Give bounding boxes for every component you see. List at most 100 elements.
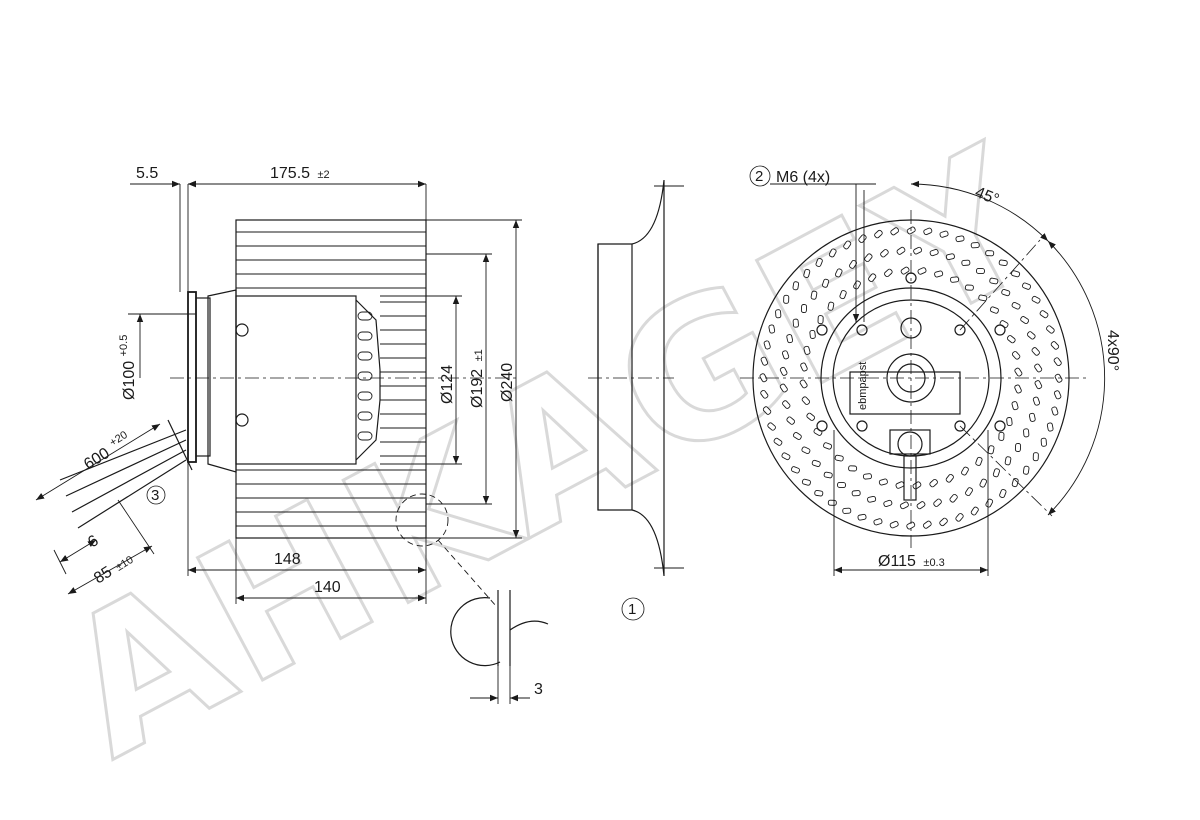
inlet-ring-view: 1	[588, 179, 684, 621]
impeller-blade	[799, 379, 808, 389]
wheel-fins	[236, 231, 426, 527]
impeller-blade	[939, 517, 948, 527]
impeller-blade	[827, 301, 835, 311]
impeller-blade	[890, 227, 900, 236]
impeller-blade	[1020, 316, 1030, 324]
impeller-blade	[1022, 282, 1032, 290]
impeller-blade	[760, 356, 769, 366]
impeller-blade	[883, 499, 893, 508]
impeller-blades	[759, 226, 1063, 530]
impeller-blade	[929, 248, 939, 257]
detail-marker	[395, 493, 449, 547]
impeller-blade	[842, 507, 852, 514]
dim-detail-gap: 3	[534, 681, 543, 698]
impeller-blade	[1014, 367, 1023, 377]
impeller-blade	[1022, 465, 1030, 475]
impeller-blade	[811, 459, 821, 467]
impeller-blade	[792, 432, 802, 440]
impeller-blade	[781, 452, 791, 461]
impeller-blade	[760, 389, 769, 399]
detail-leader	[437, 539, 497, 607]
impeller-blade	[806, 412, 816, 421]
cable-gland-front	[889, 429, 931, 455]
impeller-blade	[970, 506, 979, 516]
impeller-blade	[989, 277, 999, 285]
impeller-blade	[1011, 401, 1019, 411]
impeller-blade	[775, 309, 782, 319]
impeller-blade	[1014, 384, 1022, 394]
impeller-blade	[1034, 380, 1043, 390]
side-view-dimensions: 5.5 175.5 ±2 Ø100 +0.5 Ø124 Ø192 ±1	[35, 165, 522, 604]
mounting-hole	[994, 324, 1006, 336]
impeller-blade	[779, 366, 788, 376]
impeller-blade	[961, 466, 969, 476]
impeller-blade	[978, 294, 988, 302]
impeller-blade	[934, 270, 944, 278]
impeller-blade	[862, 473, 872, 480]
callout-3-circle	[146, 485, 166, 505]
impeller-blade	[868, 273, 877, 283]
impeller-blade	[851, 490, 861, 497]
impeller-blade	[1046, 422, 1054, 432]
mounting-hole	[816, 324, 828, 336]
motor-vent	[357, 431, 373, 441]
impeller-blade	[889, 520, 899, 529]
impeller-blade	[1004, 456, 1012, 466]
callout-2: 2	[755, 168, 763, 185]
callout-1-circle	[621, 597, 645, 621]
motor-body	[235, 295, 357, 465]
impeller-blade	[1001, 289, 1011, 297]
impeller-blade	[1031, 295, 1041, 304]
impeller-blade	[792, 318, 799, 328]
impeller-blade	[828, 248, 837, 258]
dim-length-140: 140	[314, 579, 341, 596]
cable-front	[903, 455, 917, 501]
dim-wheel-outer-dia: Ø240	[499, 363, 516, 402]
impeller-blade	[834, 454, 844, 462]
impeller-blade	[786, 416, 796, 425]
impeller-blade	[1053, 390, 1062, 400]
impeller-blade	[1051, 406, 1059, 416]
front-view-dimensions: 2 M6 (4x) 45° 4x90° Ø115 ±0.3	[749, 165, 1121, 576]
impeller-blade	[906, 521, 916, 530]
impeller-blade	[762, 406, 772, 415]
impeller-blade	[817, 315, 824, 325]
impeller-blade	[950, 276, 960, 283]
motor-vent	[357, 311, 373, 321]
impeller-blade	[985, 250, 995, 257]
angle-45-arc	[910, 180, 1049, 242]
impeller-blade	[803, 268, 811, 278]
impeller-blade	[786, 334, 794, 344]
impeller-blade	[801, 478, 811, 486]
impeller-blade	[843, 240, 852, 250]
impeller-blade	[1014, 443, 1022, 452]
impeller-blade	[1028, 412, 1036, 422]
impeller-blade	[1039, 310, 1049, 319]
detail-circle	[450, 597, 501, 667]
impeller-blade	[801, 446, 811, 455]
impeller-blade	[814, 489, 824, 497]
impeller-blade	[803, 345, 811, 355]
impeller-blade	[895, 481, 905, 489]
dim-wheel-inner-dia: Ø192 ±1	[469, 349, 486, 408]
impeller-blade	[992, 468, 1000, 478]
watermark: AHKAGEY	[29, 104, 1074, 799]
impeller-blade	[1046, 325, 1055, 334]
impeller-blade	[822, 278, 830, 288]
diag-center-line-135	[959, 425, 1053, 517]
impeller-blade	[922, 520, 932, 529]
impeller-blade	[987, 445, 995, 455]
impeller-blade	[880, 249, 889, 258]
mounting-hole	[856, 420, 868, 432]
impeller-blade	[929, 478, 938, 488]
dim-hub-dia: Ø100 +0.5	[118, 335, 138, 400]
impeller-blade	[768, 324, 776, 334]
impeller-blade	[998, 431, 1005, 441]
dim-bolt-circle: Ø115 ±0.3	[878, 553, 945, 570]
impeller-blade	[790, 466, 800, 474]
impeller-blade	[873, 518, 883, 526]
impeller-blade	[976, 267, 985, 275]
impeller-blade	[1006, 335, 1016, 344]
impeller-blade	[933, 498, 942, 507]
impeller-blade	[1040, 437, 1047, 447]
